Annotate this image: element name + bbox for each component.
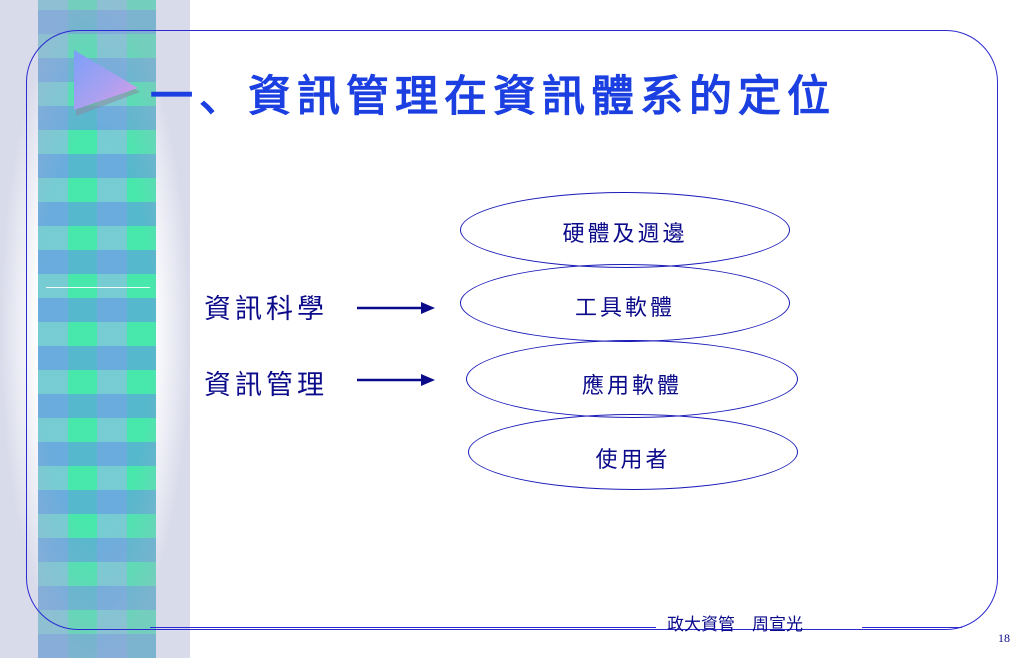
triangle-play-icon — [74, 50, 140, 116]
arrow-right-icon — [357, 374, 435, 386]
decorative-side-stripe — [38, 0, 156, 658]
page-number: 18 — [998, 631, 1010, 645]
footer-author: 政大資管 周宣光 — [667, 615, 803, 634]
layer-user-label: 使用者 — [595, 448, 671, 473]
layer-application-software-label: 應用軟體 — [581, 374, 682, 399]
footer-rule-right — [862, 627, 962, 628]
layer-user-ellipse — [468, 414, 798, 490]
label-information-management: 資訊管理 — [204, 370, 328, 401]
stripe-divider — [46, 287, 150, 288]
layer-hardware-label: 硬體及週邊 — [562, 222, 688, 247]
arrow-right-icon — [357, 302, 435, 314]
layer-tool-software-label: 工具軟體 — [574, 296, 675, 321]
slide-title: 一、資訊管理在資訊體系的定位 — [150, 72, 836, 122]
footer-rule-left — [150, 627, 656, 628]
label-information-science: 資訊科學 — [204, 294, 328, 325]
